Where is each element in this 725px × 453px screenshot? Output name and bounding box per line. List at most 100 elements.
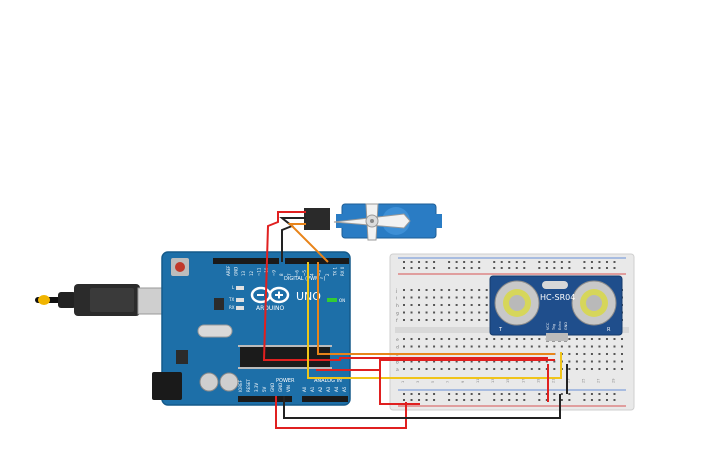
row-letter: h — [396, 303, 399, 309]
pin-label: 3.3V — [254, 383, 259, 392]
sensor-pin-label: Trig — [552, 324, 556, 331]
row-letter: c — [396, 353, 399, 358]
column-number: 13 — [491, 379, 495, 383]
digital-pins-label: DIGITAL (PWM~) — [284, 276, 326, 282]
pin-label: ~3 — [317, 270, 322, 276]
usb-cable-tip — [38, 295, 50, 305]
wire-red-5v — [275, 396, 407, 429]
pin-label: RESET — [246, 379, 251, 392]
digital-header-left — [213, 258, 279, 264]
pin-label: 8 — [279, 273, 284, 276]
usb-cable[interactable] — [35, 284, 169, 316]
wire-black-gnd — [283, 394, 561, 419]
led-l — [236, 286, 244, 290]
pin-label: ~11 — [256, 267, 261, 276]
servo-connector — [304, 208, 330, 230]
pin-label: VIN — [286, 385, 291, 392]
arduino-brand-label: ARDUINO — [256, 305, 285, 312]
row-letter: e — [396, 338, 399, 343]
column-number: 23 — [566, 379, 570, 383]
wires — [262, 211, 568, 429]
servo-motor[interactable] — [304, 203, 442, 241]
column-number: 17 — [521, 379, 525, 383]
arduino-logo-icon — [250, 286, 290, 304]
pin-label: 12 — [249, 270, 254, 276]
power-header — [238, 396, 292, 402]
pin-label: 13 — [241, 270, 246, 276]
column-number: 1 — [401, 381, 405, 383]
arduino-uno-board[interactable]: ARDUINO UNO L TX RX ON DIGITAL (PWM~) PO… — [152, 251, 351, 406]
column-number: 3 — [416, 381, 420, 383]
sensor-pin-label: VCC — [546, 322, 550, 330]
wire-yellow-echo — [307, 262, 562, 379]
row-letter: b — [396, 360, 399, 366]
row-letter: g — [396, 312, 399, 317]
led-l-label: L — [232, 285, 235, 290]
led-on-label: ON — [339, 298, 345, 303]
column-number: 21 — [551, 379, 555, 383]
sensor-pin-label: Echo — [558, 322, 562, 331]
row-letter: i — [396, 296, 397, 302]
sensor-side-right: R — [607, 327, 611, 333]
pin-label: RX 0 — [340, 266, 345, 276]
sensor-model-label: HC-SR04 — [540, 293, 575, 302]
atmega-chip — [240, 347, 330, 367]
column-number: 29 — [611, 379, 615, 383]
capacitor — [199, 372, 219, 392]
wire-orange-trig — [317, 262, 555, 355]
pin-label: 5V — [262, 386, 267, 392]
sensor-side-left: T — [498, 327, 503, 333]
column-number: 15 — [506, 379, 510, 383]
row-letter: a — [396, 368, 399, 373]
crystal — [197, 324, 233, 338]
pin-label: GND — [270, 383, 275, 392]
row-letter: j — [395, 288, 397, 294]
pin-label: 4 — [310, 273, 315, 276]
pin-label: 2 — [325, 273, 330, 276]
column-number: 27 — [596, 379, 600, 383]
analog-pins-label: ANALOG IN — [314, 378, 342, 384]
pin-label: A0 — [302, 386, 307, 392]
pin-label: A1 — [310, 386, 315, 392]
led-rx — [236, 306, 244, 310]
power-jack — [152, 372, 182, 400]
led-tx — [236, 298, 244, 302]
column-number: 9 — [461, 381, 465, 383]
pin-label: IOREF — [238, 379, 243, 392]
wire-orange-servo — [287, 223, 329, 263]
pin-label: ~6 — [294, 270, 299, 276]
pin-label: AREF — [226, 265, 231, 276]
wire-red-servo — [262, 211, 548, 361]
column-number: 11 — [476, 379, 480, 383]
capacitor — [219, 372, 239, 392]
column-number: 25 — [581, 379, 585, 383]
sensor-pin-label: GND — [564, 322, 568, 330]
pin-label: 7 — [287, 273, 292, 276]
digital-header-right — [285, 258, 349, 264]
pin-label: GND — [278, 383, 283, 392]
pin-label: A2 — [318, 386, 323, 392]
sensor-crystal — [542, 281, 568, 289]
column-number: 5 — [431, 381, 435, 383]
row-letter: d — [396, 345, 399, 351]
regulator — [176, 350, 188, 364]
analog-header — [302, 396, 348, 402]
power-pins-label: POWER — [276, 378, 295, 384]
row-letter: f — [396, 318, 398, 324]
pin-label: ~5 — [302, 270, 307, 276]
pin-label: A5 — [342, 386, 347, 392]
column-number: 19 — [536, 379, 540, 383]
led-rx-label: RX — [229, 305, 235, 310]
column-number: 7 — [446, 381, 450, 383]
pin-label: A3 — [326, 386, 331, 392]
led-tx-label: TX — [228, 297, 234, 302]
pin-label: A4 — [334, 386, 339, 392]
